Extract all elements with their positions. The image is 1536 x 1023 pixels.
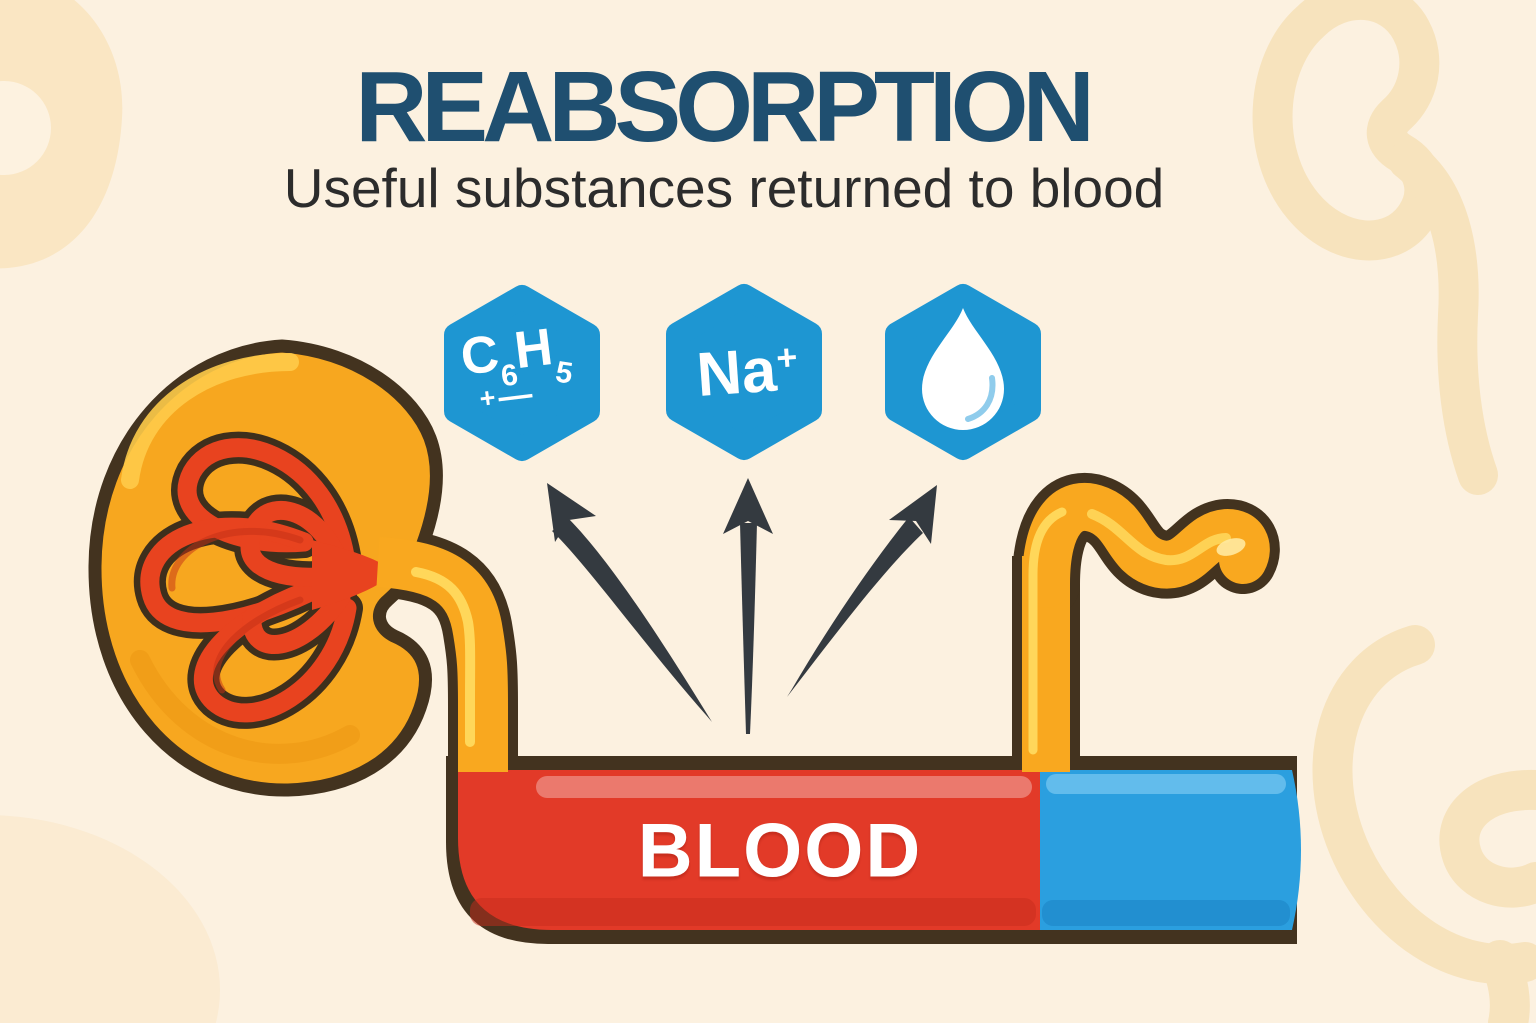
watermark-kidney-top-right <box>1252 0 1498 495</box>
sodium-hexagon <box>666 284 822 460</box>
glomerulus <box>134 431 396 729</box>
vessel-red-shade <box>470 898 1036 926</box>
substance-hexagons <box>444 284 1041 461</box>
watermark-kidney-top-left <box>0 0 123 269</box>
hook-tip-glint <box>1216 538 1246 556</box>
watermark-blob-bottom-left <box>0 815 220 1023</box>
arrow-right-body <box>787 517 923 697</box>
arrow-left-head <box>547 483 596 542</box>
glomerulus-capillaries <box>140 438 357 723</box>
capsule-top-gloss <box>121 353 299 489</box>
glucose-dash-sign: — <box>496 374 538 417</box>
sodium-symbol: Na <box>694 335 779 410</box>
watermark-kidney-bottom-right <box>1312 625 1536 1023</box>
arrow-right-head <box>889 485 937 544</box>
glucose-h: H <box>511 318 556 381</box>
blood-label: BLOOD <box>637 808 923 894</box>
glucose-c: C <box>457 324 502 387</box>
water-droplet-crescent <box>965 375 996 422</box>
arrow-middle-body <box>740 523 757 734</box>
vessel-blue-shade <box>1042 900 1290 926</box>
proximal-tubule-gloss <box>411 567 476 747</box>
watermark-kidney-notch <box>0 81 51 175</box>
distal-tubule-gloss-hook <box>1087 509 1231 566</box>
capsule-bottom-shade <box>130 650 360 764</box>
glucose-formula: C6H5 <box>458 318 575 393</box>
page-subtitle: Useful substances returned to blood <box>283 157 1165 219</box>
glomerulus-hilum <box>312 540 396 610</box>
tubule-highlights <box>411 507 1231 755</box>
vessel-interior <box>458 770 1301 930</box>
distal-tubule-gloss-vertical <box>1028 507 1067 755</box>
water-droplet-icon <box>922 308 1004 430</box>
vessel-red-fill <box>458 770 1040 930</box>
page-title: REABSORPTION <box>355 51 1095 163</box>
arrow-middle-head <box>723 478 773 534</box>
glucose-label: C6H5 +— <box>458 318 575 417</box>
arrow-left-body <box>552 519 712 722</box>
sodium-label: Na+ <box>694 333 799 411</box>
vessel-red-gloss <box>536 776 1032 798</box>
glomerulus-shadow-accents <box>168 527 304 694</box>
glucose-hexagon <box>444 285 600 461</box>
vessel-blue-gloss <box>1046 774 1286 794</box>
reabsorption-arrows <box>547 478 937 734</box>
vessel-blue-fill <box>1040 770 1301 930</box>
sodium-charge: + <box>774 336 799 379</box>
